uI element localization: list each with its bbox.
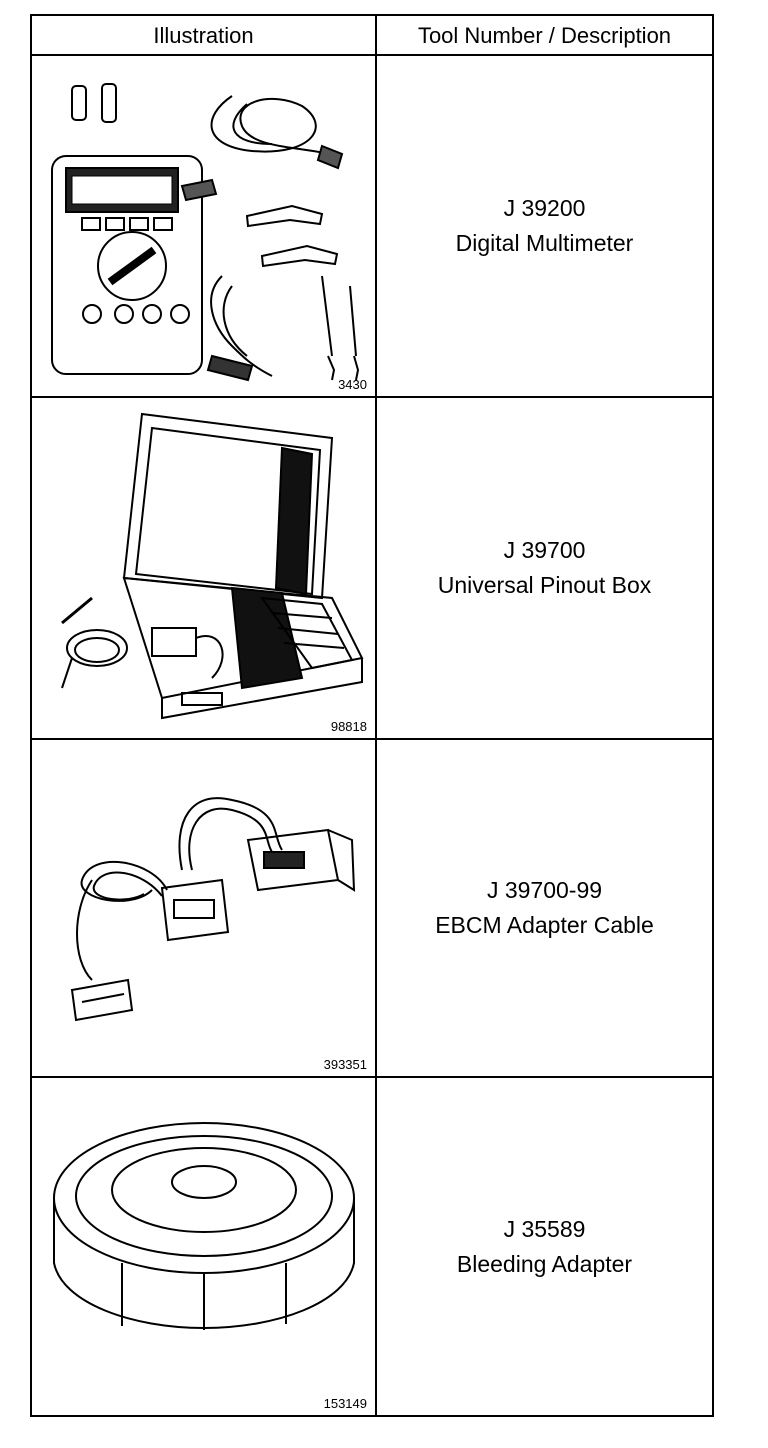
tool-cell: J 39200 Digital Multimeter [377,56,712,396]
tool-number: J 39200 [503,195,586,221]
multimeter-illustration: 3430 [32,56,375,396]
figure-number: 153149 [323,1396,367,1411]
table-row: 153149 J 35589 Bleeding Adapter [32,1078,712,1415]
tool-description: Bleeding Adapter [456,1250,633,1277]
header-divider [32,54,712,56]
header-illustration: Illustration [153,23,254,48]
tool-cell: J 35589 Bleeding Adapter [377,1078,712,1415]
tool-description: Digital Multimeter [455,230,634,256]
figure-number: 393351 [323,1057,367,1072]
tool-description: Universal Pinout Box [437,572,652,598]
header-tool-description: Tool Number / Description [417,23,672,48]
row-divider [32,396,712,398]
table-row: 393351 J 39700-99 EBCM Adapter Cable [32,740,712,1076]
tool-cell: J 39700 Universal Pinout Box [377,398,712,738]
column-divider [375,16,377,1415]
tool-number: J 39700-99 [486,877,603,903]
figure-number: 3430 [338,377,367,392]
tool-number: J 39700 [503,537,586,563]
figure-number: 98818 [330,719,367,734]
tool-cell: J 39700-99 EBCM Adapter Cable [377,740,712,1076]
pinout-box-illustration: 98818 [32,398,375,738]
bleeding-adapter-illustration: 153149 [32,1078,375,1415]
table-row: 3430 J 39200 Digital Multimeter [32,56,712,396]
table-row: 98818 J 39700 Universal Pinout Box [32,398,712,738]
tool-description: EBCM Adapter Cable [435,912,654,938]
tools-table: Illustration Tool Number / Description [30,14,714,1417]
tool-number: J 35589 [503,1215,586,1242]
row-divider [32,1076,712,1078]
adapter-cable-illustration: 393351 [32,740,375,1076]
row-divider [32,738,712,740]
